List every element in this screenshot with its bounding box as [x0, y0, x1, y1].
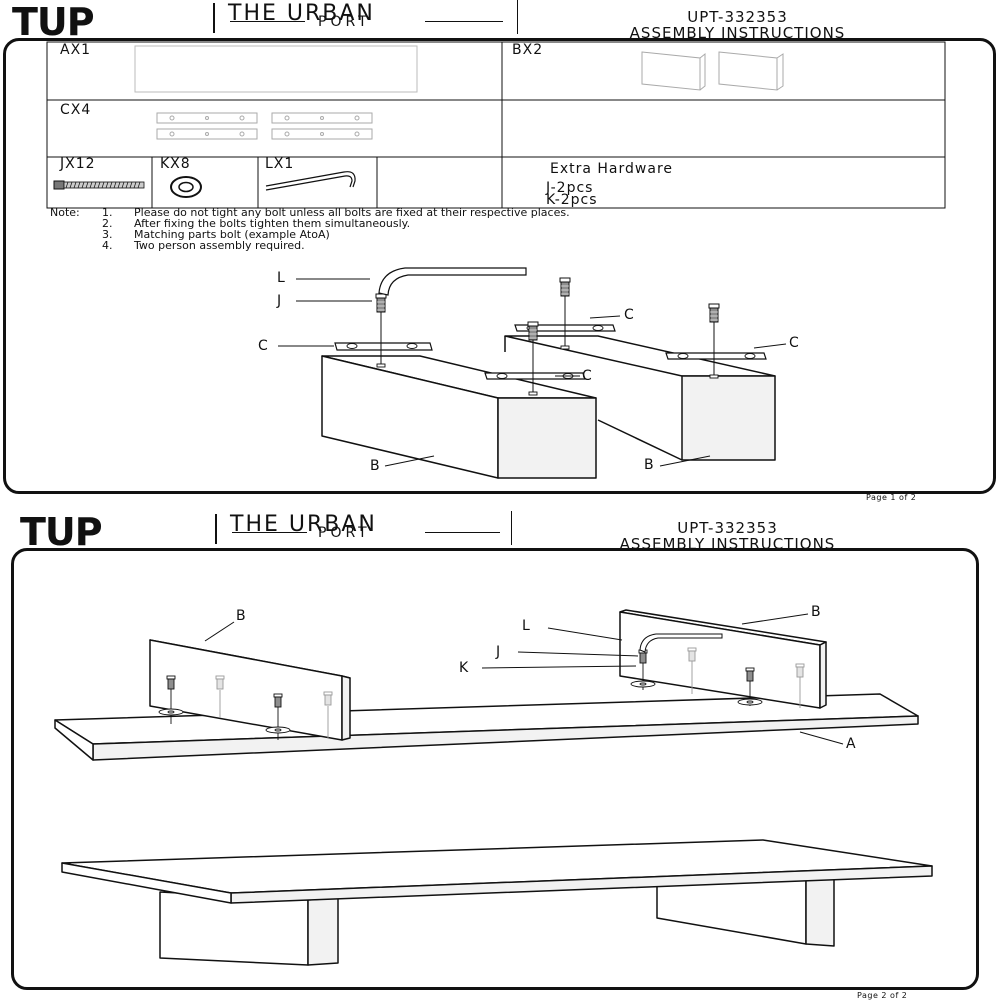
washer-k	[158, 680, 763, 734]
page-1-frame	[3, 38, 996, 494]
brand-logo: TUP	[20, 510, 103, 554]
callout-c: C	[789, 335, 799, 351]
note-row: Note: 1. Please do not tight any bolt un…	[50, 207, 950, 218]
callout-b: B	[236, 608, 246, 624]
block-b-right	[504, 335, 776, 461]
part-label-lx: LX1	[265, 156, 295, 172]
note-row: 2. After fixing the bolts tighten them s…	[50, 218, 950, 229]
callout-j: J	[277, 293, 282, 309]
callout-c: C	[582, 368, 592, 384]
note-number: 1.	[102, 206, 113, 219]
product-code: UPT-332353	[687, 8, 788, 26]
part-label-ax: AX1	[60, 42, 92, 58]
logo-separator	[215, 514, 217, 544]
parts-table	[46, 41, 946, 209]
brand-rule	[425, 532, 500, 533]
callout-j: J	[496, 644, 501, 660]
bolt-j	[273, 693, 283, 708]
page-number: Page 2 of 2	[857, 991, 908, 1000]
page-1-assembly-diagram	[278, 267, 787, 479]
note-number: 2.	[102, 217, 113, 230]
bolt-j	[795, 663, 805, 678]
product-code: UPT-332353	[677, 519, 778, 537]
bolt-j	[745, 667, 755, 682]
document-code-and-title: UPT-332353 ASSEMBLY INSTRUCTIONS	[540, 8, 935, 42]
bolt-guide-lines	[380, 296, 715, 393]
header-page-1: TUP THE URBAN PORT UPT-332353 ASSEMBLY I…	[0, 0, 1000, 44]
bolt-j	[375, 293, 387, 313]
allen-key-l	[378, 267, 527, 296]
note-text: Two person assembly required.	[134, 239, 305, 252]
callout-b: B	[644, 457, 654, 473]
note-number: 4.	[102, 239, 113, 252]
brand-rule	[425, 21, 503, 22]
part-c-plates	[156, 112, 373, 140]
part-k-washer	[170, 176, 202, 198]
header-divider	[517, 0, 518, 34]
part-l-allen-key	[265, 171, 356, 191]
part-label-cx: CX4	[60, 102, 92, 118]
assembled-shelf	[61, 839, 933, 966]
document-title: ASSEMBLY INSTRUCTIONS	[629, 23, 846, 42]
brand-logo: TUP	[12, 0, 95, 44]
extra-hardware-title: Extra Hardware	[550, 161, 673, 177]
bolt-j	[708, 303, 720, 323]
brand-name-line1: THE URBAN	[230, 512, 377, 537]
callout-leader-lines	[278, 278, 787, 467]
page-2-frame	[11, 548, 979, 990]
brand-name-line2: PORT	[318, 14, 371, 30]
allen-key-l	[639, 633, 723, 653]
note-text: Please do not tight any bolt unless all …	[134, 206, 570, 219]
bolt-j	[215, 675, 225, 690]
callout-a: A	[846, 736, 856, 752]
header-divider	[511, 511, 512, 545]
bolt-j	[687, 647, 697, 662]
callout-l: L	[522, 618, 530, 634]
note-row: 4. Two person assembly required.	[50, 240, 950, 251]
part-b-blocks	[641, 51, 784, 91]
callout-c: C	[258, 338, 268, 354]
part-a-panel	[134, 45, 418, 93]
panel-b-right	[619, 609, 827, 709]
bolt-j	[638, 649, 648, 664]
note-text: Matching parts bolt (example AtoA)	[134, 228, 330, 241]
brand-rule	[230, 21, 305, 22]
callout-k: K	[459, 660, 469, 676]
note-text: After fixing the bolts tighten them simu…	[134, 217, 411, 230]
document-title: ASSEMBLY INSTRUCTIONS	[619, 534, 836, 553]
page-2-assembly-diagram	[54, 609, 933, 966]
block-b-left	[321, 355, 597, 479]
bolt-j	[323, 691, 333, 706]
part-label-kx: KX8	[160, 156, 191, 172]
panel-b-left	[149, 639, 351, 741]
note-number: 3.	[102, 228, 113, 241]
bolt-j	[559, 277, 571, 297]
callout-leader-lines	[204, 613, 844, 745]
page-number: Page 1 of 2	[866, 493, 917, 502]
bolt-j	[527, 321, 539, 341]
part-label-jx: JX12	[60, 156, 96, 172]
part-label-bx: BX2	[512, 42, 544, 58]
document-code-and-title: UPT-332353 ASSEMBLY INSTRUCTIONS	[530, 519, 925, 553]
callout-b: B	[370, 458, 380, 474]
callout-l: L	[277, 270, 285, 286]
brand-name-line1: THE URBAN	[228, 1, 375, 26]
callout-b: B	[811, 604, 821, 620]
notes: Note: 1. Please do not tight any bolt un…	[50, 207, 950, 251]
header-page-2: TUP THE URBAN PORT UPT-332353 ASSEMBLY I…	[0, 508, 1000, 554]
part-j-bolt	[53, 180, 145, 190]
logo-separator	[213, 3, 215, 33]
note-row: 3. Matching parts bolt (example AtoA)	[50, 229, 950, 240]
note-label: Note:	[50, 206, 80, 219]
brand-rule	[232, 532, 307, 533]
callout-c: C	[624, 307, 634, 323]
extra-hardware-item: K-2pcs	[546, 192, 598, 208]
brand-name-line2: PORT	[318, 525, 371, 541]
bolt-j	[166, 675, 176, 690]
extra-hardware-item: J-2pcs	[546, 180, 594, 196]
